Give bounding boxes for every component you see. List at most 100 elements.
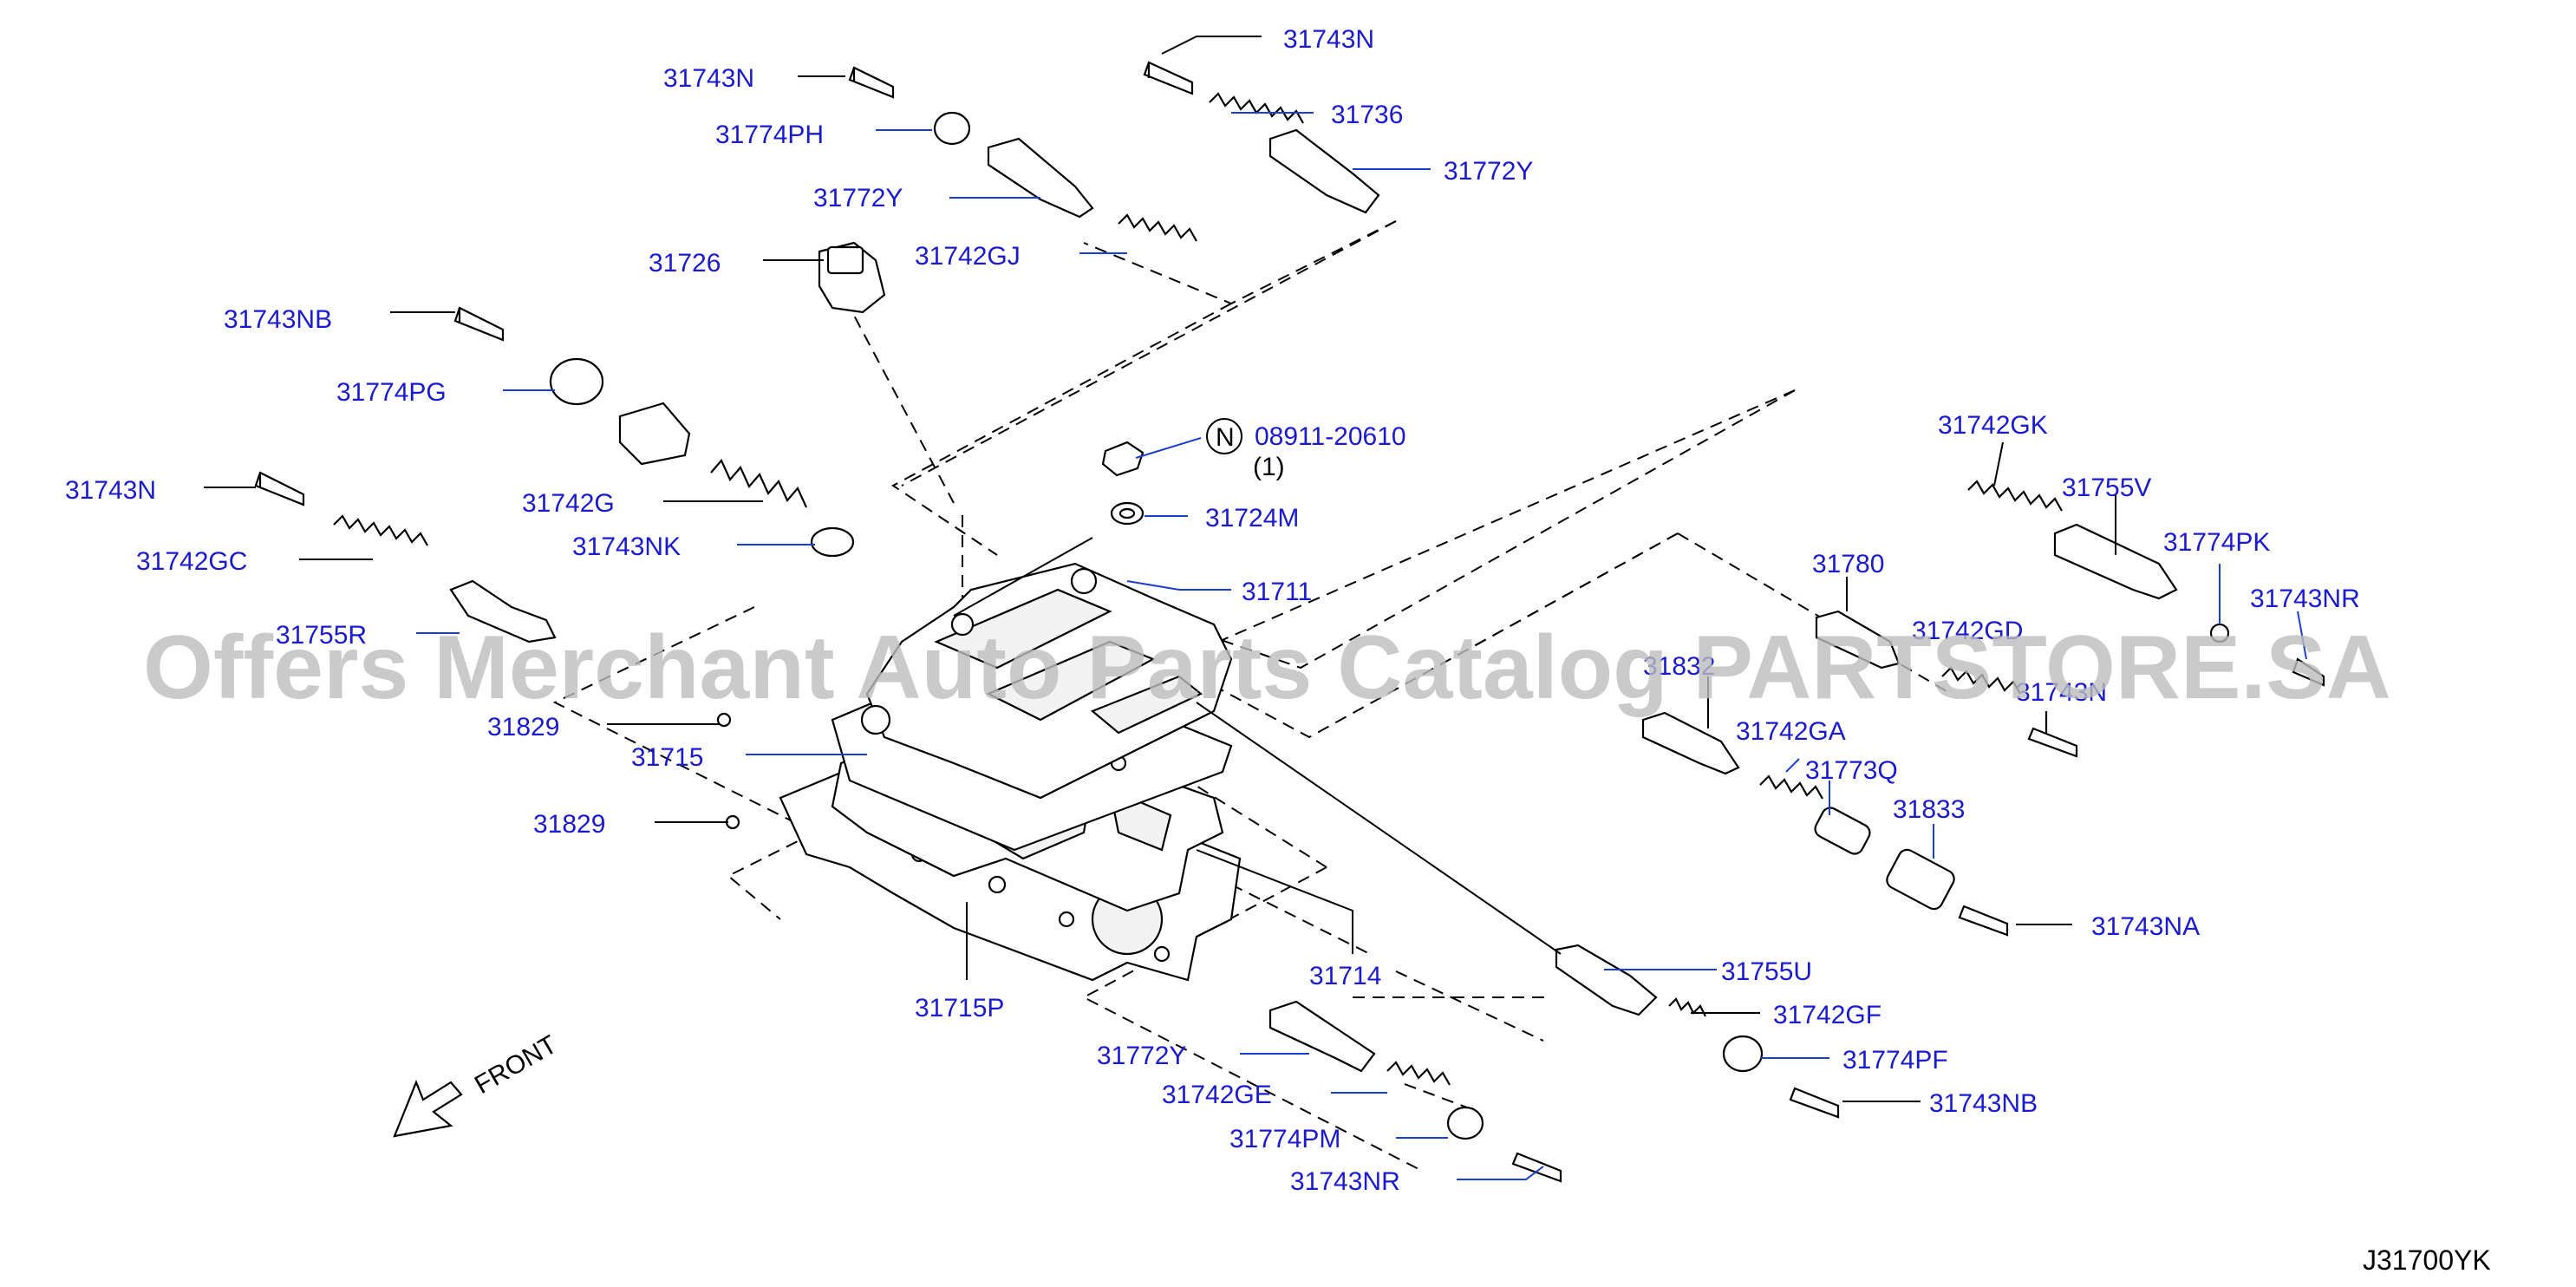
label-31832: 31832 [1643, 652, 1715, 681]
retainer-clip [848, 66, 895, 99]
label-31742GD: 31742GD [1912, 617, 2023, 645]
retainer-clip [453, 306, 505, 342]
plug-cap [1722, 1035, 1764, 1073]
label-31742GE: 31742GE [1162, 1081, 1272, 1109]
label-31743NR: 31743NR [1290, 1167, 1400, 1196]
label-31724M: 31724M [1205, 504, 1299, 532]
leader-lines [204, 36, 2307, 1180]
label-31742GA: 31742GA [1736, 717, 1846, 746]
label-31743NB: 31743NB [1929, 1089, 2038, 1118]
label-31743NA: 31743NA [2091, 912, 2200, 941]
check-ball [716, 712, 732, 728]
plate-hole [1153, 945, 1171, 963]
label-31829: 31829 [533, 810, 605, 839]
valve-spool [1815, 610, 1901, 670]
upper-valve-body-bore [986, 640, 1156, 722]
label-31714: 31714 [1309, 962, 1381, 990]
label-31715: 31715 [631, 743, 703, 772]
retainer-clip [1143, 61, 1194, 95]
label-31743NK: 31743NK [572, 532, 681, 561]
label-31742G: 31742G [522, 489, 615, 518]
label-31743N: 31743N [663, 64, 754, 93]
small-parts [254, 61, 2325, 1183]
label-31742GK: 31742GK [1938, 411, 2048, 440]
washer-inner [1118, 507, 1136, 519]
valve-sleeve [1814, 807, 1871, 855]
label-31774PH: 31774PH [715, 121, 824, 149]
coil-spring [1118, 213, 1197, 242]
valve-spool [449, 579, 557, 644]
plate-hole [1058, 911, 1075, 928]
front-label: FRONT [470, 1030, 562, 1100]
plate-hole [988, 875, 1007, 894]
part-labels: 31743N 31774PH 31772Y 31726 31742GJ 3174… [65, 25, 2360, 1196]
coil-spring [1967, 480, 2063, 512]
label-31774PM: 31774PM [1229, 1125, 1340, 1153]
label-31736: 31736 [1331, 101, 1403, 129]
label-31726: 31726 [649, 249, 721, 278]
label-31772Y: 31772Y [813, 184, 903, 212]
check-ball [725, 814, 740, 830]
retainer-clip [2027, 711, 2078, 758]
label-31743N: 31743N [1283, 25, 1374, 54]
label-31715P: 31715P [915, 994, 1004, 1022]
solenoid-cap [826, 245, 864, 275]
label-31774PG: 31774PG [336, 378, 447, 407]
front-arrow-icon [393, 1080, 463, 1138]
nut-symbol: N [1216, 423, 1235, 452]
coil-spring [1759, 774, 1823, 800]
label-31755U: 31755U [1721, 957, 1812, 986]
upper-valve-body-bore [934, 588, 1112, 670]
coil-spring [1209, 92, 1304, 124]
retainer-clip [254, 471, 305, 506]
valve-spool [1268, 128, 1380, 214]
label-31772Y: 31772Y [1097, 1042, 1186, 1070]
label-31833: 31833 [1893, 795, 1965, 824]
valve-spool [987, 137, 1094, 219]
front-direction-indicator: FRONT [393, 1030, 562, 1138]
retainer-clip [2292, 657, 2325, 687]
label-08911-20610: 08911-20610 [1255, 422, 1406, 451]
coil-spring [1941, 666, 2021, 695]
hex-nut [1101, 441, 1145, 477]
upper-valve-body-bore [1090, 675, 1203, 735]
label-31743NR: 31743NR [2250, 585, 2360, 613]
label-31743N: 31743N [2016, 678, 2107, 707]
plug-cap [933, 111, 971, 146]
label-31774PF: 31774PF [1842, 1046, 1948, 1075]
valve-spool [1268, 1000, 1376, 1073]
label-31743NB: 31743NB [224, 305, 332, 334]
assembly-guide-lines [552, 220, 1952, 1172]
label-31743N: 31743N [65, 476, 156, 505]
control-valve-assembly [779, 562, 1242, 982]
sleeve-cylinder [618, 402, 691, 466]
valve-spool [2053, 523, 2178, 600]
accumulator-piston [810, 526, 855, 558]
label-31829: 31829 [487, 713, 559, 741]
label-31742GF: 31742GF [1773, 1001, 1881, 1029]
valve-body-boss [1070, 567, 1098, 595]
valve-spool [1555, 944, 1658, 1016]
label-31742GJ: 31742GJ [915, 242, 1021, 271]
retainer-clip [1511, 1152, 1562, 1183]
label-31755R: 31755R [276, 621, 367, 650]
valve-sleeve [1886, 848, 1955, 911]
watermark-text: Offers Merchant Auto Parts Catalog PARTS… [143, 617, 2391, 718]
coil-spring [710, 458, 808, 508]
quantity-note: (1) [1253, 453, 1285, 481]
coil-spring [1386, 1061, 1451, 1086]
label-31772Y: 31772Y [1444, 157, 1533, 186]
coil-spring [333, 514, 428, 546]
label-31711: 31711 [1242, 578, 1312, 606]
nut-symbol-circle [1206, 418, 1242, 454]
retainer-clip [1789, 1087, 1840, 1119]
diagram-id: J31700YK [2363, 1245, 2491, 1276]
label-31780: 31780 [1812, 550, 1884, 578]
label-31774PK: 31774PK [2163, 528, 2270, 557]
label-31773Q: 31773Q [1805, 756, 1898, 785]
plug-cap [1446, 1106, 1484, 1140]
valve-body-boss [860, 704, 891, 735]
retainer-clip [1958, 905, 2009, 937]
label-31742GC: 31742GC [136, 547, 247, 576]
